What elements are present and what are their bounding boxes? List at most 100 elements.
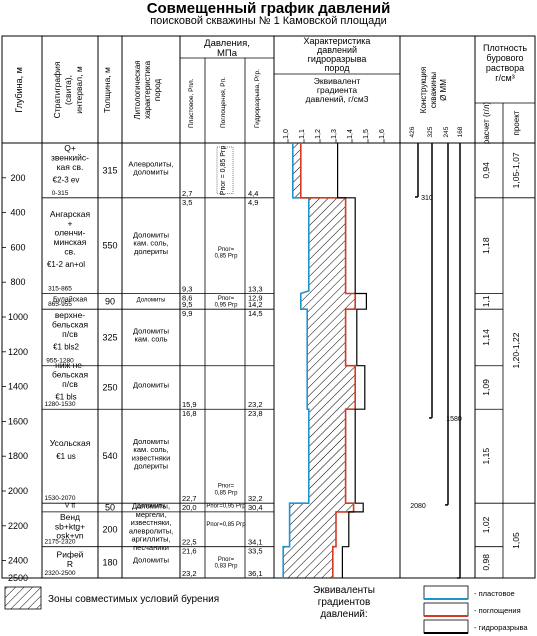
header-characteristic: пород [325,63,351,73]
header-construction: Конструкция [419,67,428,113]
density-calc-value: 1,14 [481,329,491,346]
stratum-lithology: Доломиты [137,297,166,303]
p-pogl-note: Рпог=0,85 Ргр [215,247,239,260]
stratum-interval: 315-865 [48,286,72,293]
p-grp-value: 36,1 [248,569,263,578]
stratum-name: Q+звенкийс-кая св. [51,143,89,172]
p-plast-value: 22,7 [182,494,197,503]
header-equivalent: градиента [317,85,357,95]
p-plast-value: 3,5 [182,198,192,207]
casing-tick-label: 245 [443,126,450,137]
stratum-thickness: 325 [102,332,117,342]
p-grp-value: 23,2 [248,400,263,409]
depth-tick-label: 1200 [8,347,28,357]
p-pogl-note: Рпог=0,95 Ргр [215,296,239,309]
stratum-thickness: 315 [102,165,117,175]
depth-tick-label: 400 [10,208,25,218]
stratum-index: €1 bls2 [53,342,79,351]
depth-tick-label: 600 [10,242,25,252]
casing-depth-label: 1580 [446,416,462,423]
header-construction: скважины [429,72,438,108]
header-characteristic: Характеристика [304,36,371,46]
chart-title: Совмещенный график давлений [146,0,391,17]
header-depth: Глубина, м [14,67,24,113]
header-density: бурового [486,53,523,63]
gradient-tick-label: 1,6 [379,129,386,139]
pogl-gradient-line [300,143,356,578]
density-calc-value: 1,1 [481,295,491,307]
p-pogl-note: Рпог=0,83 Ргр [215,557,239,570]
legend-swatch-label: - гидроразрыва [474,623,528,632]
header-density-calc: расчет (г/л) [482,102,491,145]
p-grp-value: 4,9 [248,198,258,207]
stratum-interval: 1530-2070 [44,495,75,502]
stratum-lithology: Доломиты [137,504,166,510]
header-density: раствора [486,63,524,73]
density-calc-value: 1,02 [481,516,491,533]
stratum-lithology: Доломиты [133,555,169,564]
depth-tick-label: 1800 [8,451,28,461]
stratum-interval: 1280-1530 [44,401,75,408]
p-pogl-note: Рпог=0,85 Ргр [206,522,246,528]
p-grp-value: 30,4 [248,503,263,512]
stratum-thickness: 90 [105,296,115,306]
gradient-tick-label: 1,5 [363,129,370,139]
p-plast-value: 15,9 [182,400,197,409]
legend-zone-swatch [4,586,42,610]
gradient-tick-label: 1,4 [347,129,354,139]
header-characteristic: гидроразрыва [308,54,367,64]
stratum-lithology: Доломиты [133,380,169,389]
p-plast-value: 23,2 [182,569,197,578]
stratum-thickness: 540 [102,451,117,461]
p-plast-value: 22,5 [182,538,197,547]
header-characteristic: давлений [317,45,357,55]
legend-swatch-label: - поглощения [474,606,521,615]
p-plast-value: 21,6 [182,547,197,556]
stratum-thickness: 550 [102,241,117,251]
casing-tick-label: 426 [409,126,416,137]
p-grp-value: 32,2 [248,494,263,503]
header-lithology: Литологическая [133,60,142,119]
p-grp-value: 33,5 [248,547,263,556]
depth-tick-label: 2500 [8,573,28,583]
stratum-interval: 955-1280 [46,358,74,365]
legend-swatch-box [423,602,469,617]
header-stratigraphy: (свита), [63,75,73,105]
p-plast-value: 9,9 [182,309,192,318]
p-plast-value: 20,0 [182,503,197,512]
stratum-interval: 865-955 [48,301,72,308]
stratum-thickness: 250 [102,382,117,392]
legend-swatch-box [423,585,469,600]
stratum-name: Усольская [50,438,91,448]
p-plast-value: 2,7 [182,189,192,198]
depth-tick-label: 800 [10,277,25,287]
gradient-tick-label: 1,2 [315,129,322,139]
stratum-thickness: 200 [102,524,117,534]
stratum-index: €2-3 ev [53,175,80,184]
stratum-name: V tt [65,503,76,510]
stratum-lithology: Алевролиты,доломиты [128,159,173,176]
depth-tick-label: 1000 [8,312,28,322]
header-pressures-unit: МПа [217,48,238,59]
casing-tick-label: 325 [427,126,434,137]
stratum-index: €1 bls [55,392,76,401]
gradient-tick-label: 1,0 [283,129,290,139]
stratum-thickness: 50 [105,503,115,513]
density-calc-value: 1,18 [481,237,491,254]
legend-swatch-box [423,619,469,634]
header-construction: Ø ММ [439,79,448,101]
casing-depth-label: 2080 [410,503,426,510]
p-grp-value: 34,1 [248,538,263,547]
p-pogl-note: Рпог=0,85 Ргр [215,484,239,497]
legend-zone-label: Зоны совместимых условий бурения [48,593,219,605]
p-grp-value: 12,9 [248,294,263,303]
header-density: г/см³ [495,73,514,83]
header-p-plast: Пластовое, Рпл. [188,78,195,128]
p-pogl-note-box [216,146,234,195]
